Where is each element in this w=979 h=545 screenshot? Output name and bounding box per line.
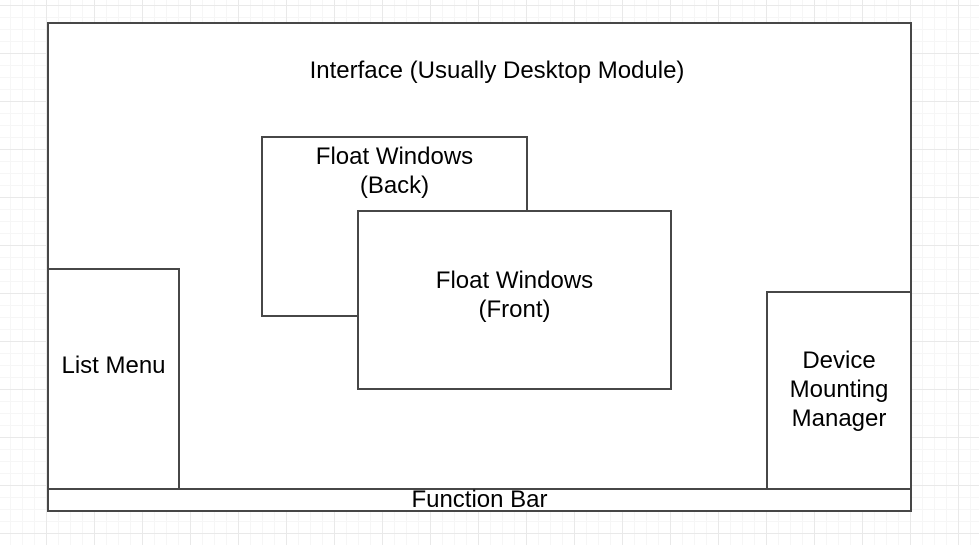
- list-menu-label: List Menu: [61, 351, 166, 379]
- function-bar-box[interactable]: Function Bar: [47, 485, 912, 513]
- float-windows-front-label-line2: (Front): [478, 296, 551, 323]
- device-mounting-manager-label-line1: Device: [802, 347, 876, 375]
- device-mounting-manager-box[interactable]: Device Mounting Manager: [766, 291, 912, 490]
- float-windows-front-label-line1: Float Windows: [435, 267, 594, 295]
- list-menu-box[interactable]: List Menu: [47, 268, 180, 490]
- float-windows-back-label-line1: Float Windows: [315, 143, 474, 170]
- float-windows-front-box[interactable]: Float Windows (Front): [357, 210, 672, 390]
- device-mounting-manager-label-line2: Mounting: [789, 376, 889, 404]
- device-mounting-manager-label-line3: Manager: [791, 404, 887, 432]
- float-windows-back-label-line2: (Back): [359, 171, 430, 199]
- function-bar-label: Function Bar: [411, 485, 548, 513]
- interface-box-label: Interface (Usually Desktop Module): [309, 57, 685, 84]
